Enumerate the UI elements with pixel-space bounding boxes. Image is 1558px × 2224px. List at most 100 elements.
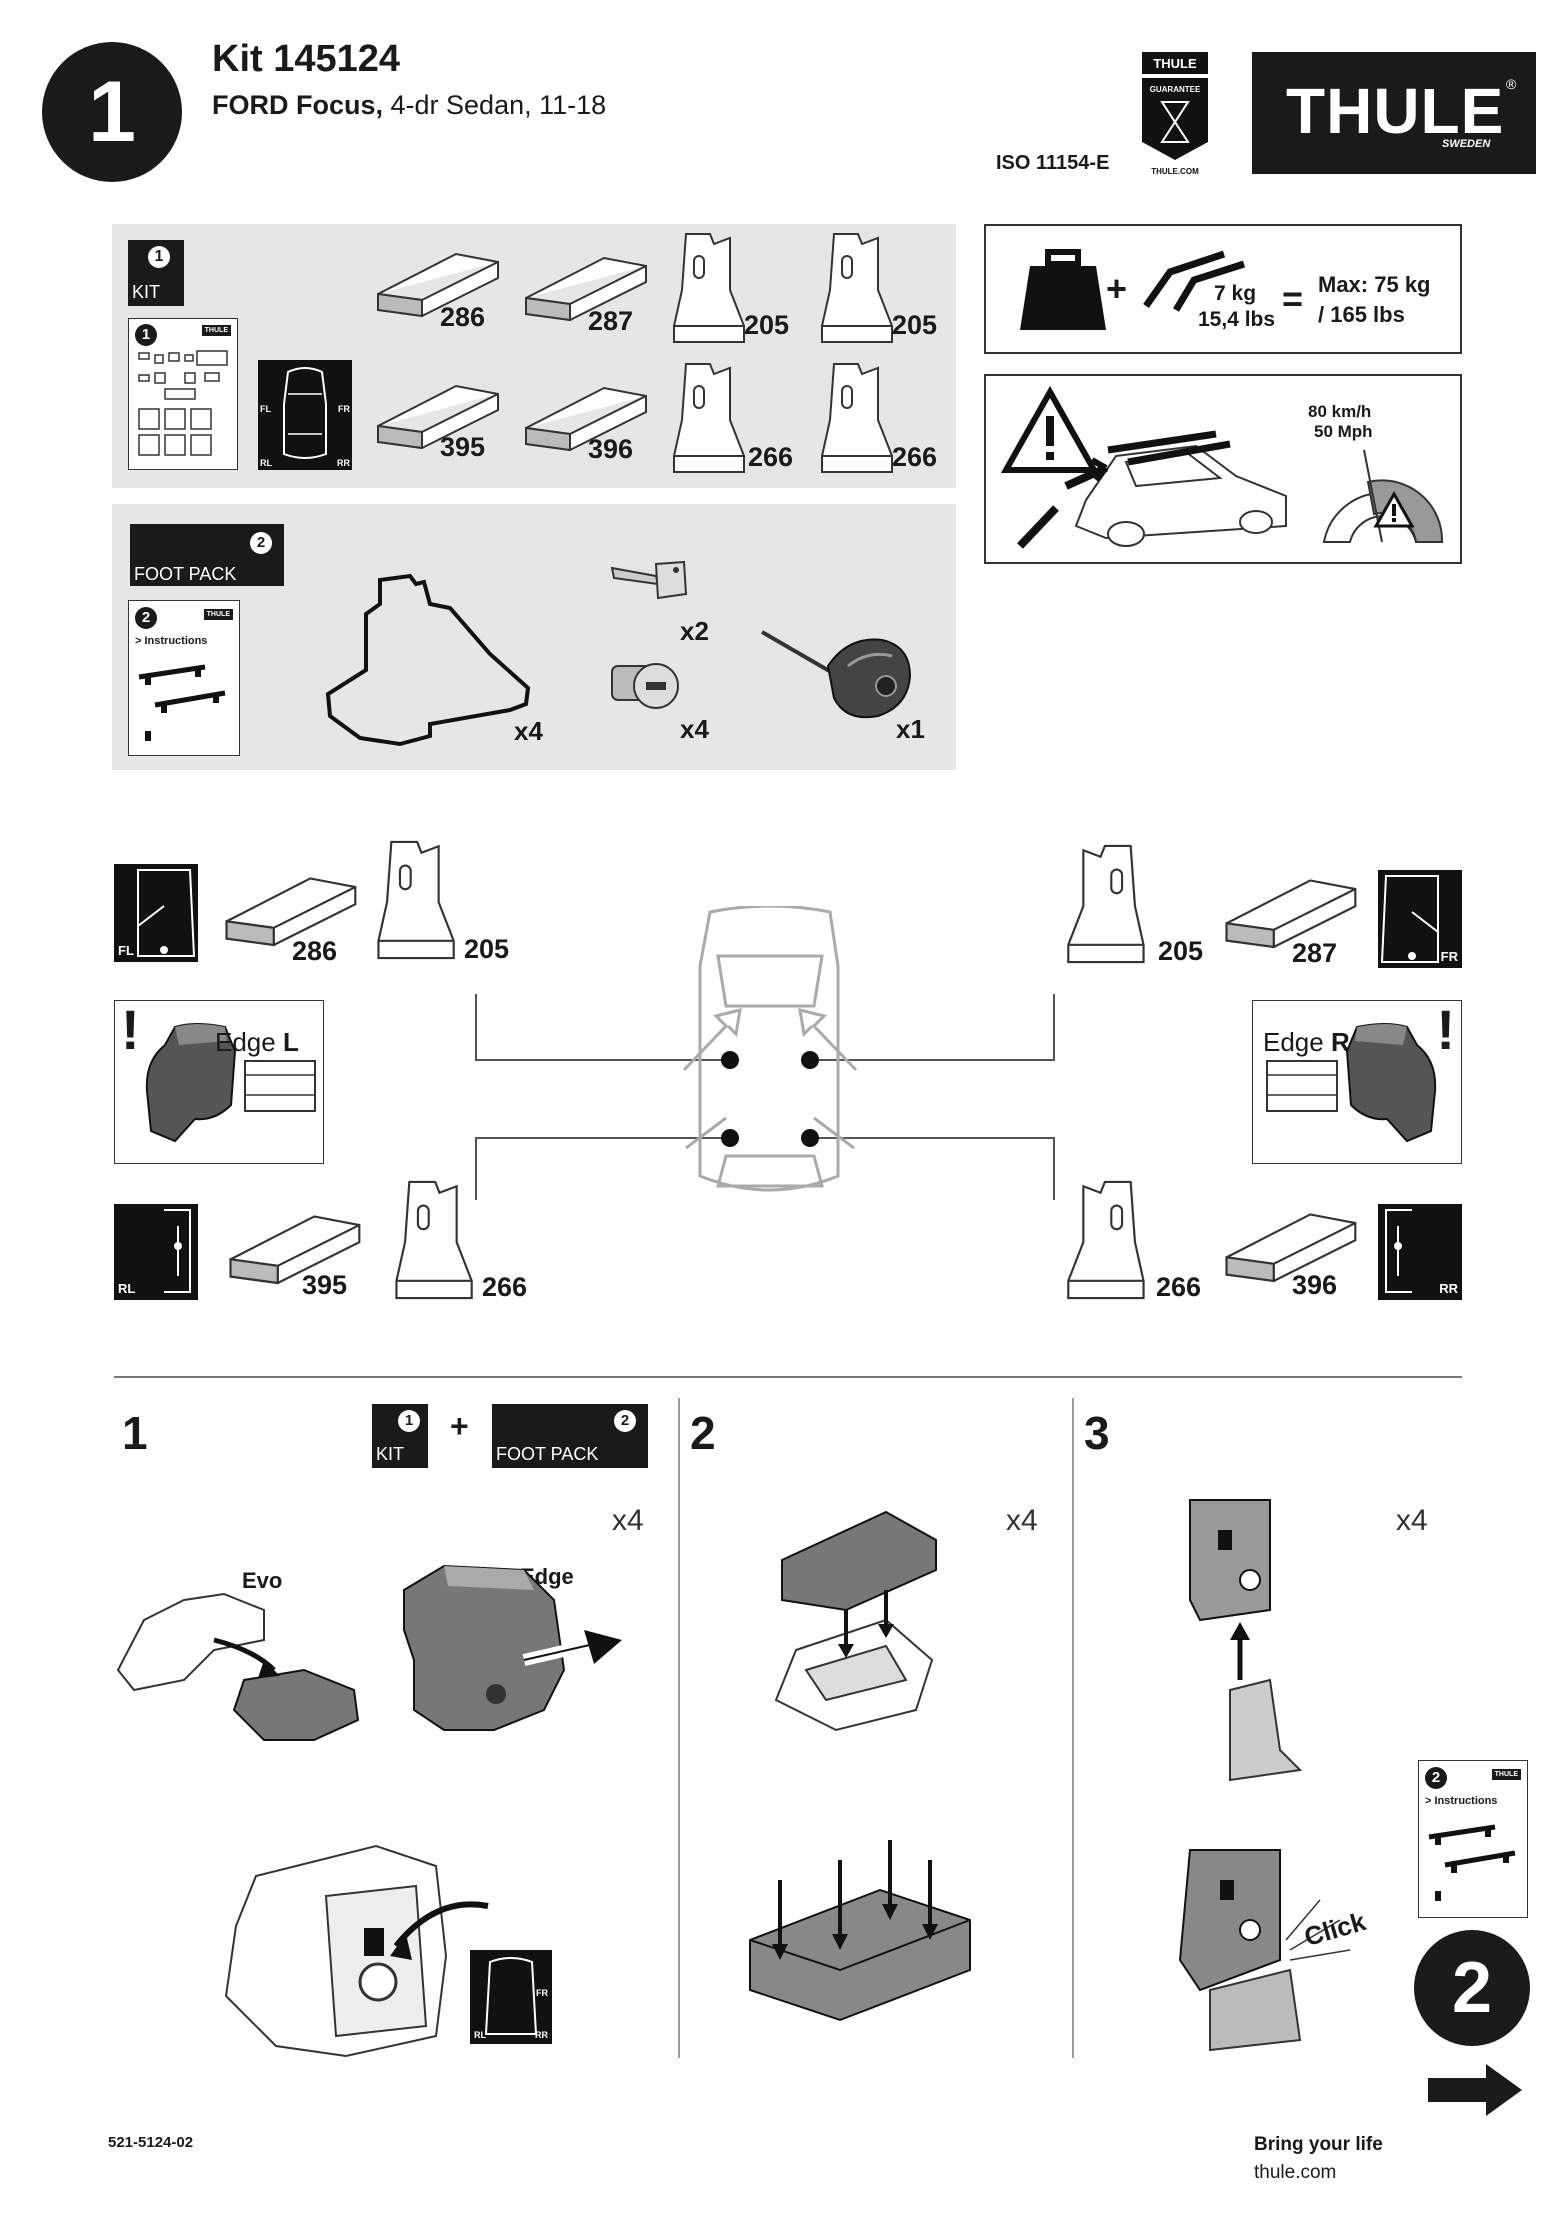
bracket-icon	[395, 1180, 473, 1300]
max-load-kg: Max: 75 kg	[1318, 272, 1431, 297]
step-3-number: 3	[1084, 1407, 1110, 1459]
next-page-arrow-icon[interactable]	[1424, 2062, 1526, 2118]
torque-tool-icon	[760, 630, 912, 719]
edge-left-side: L	[282, 1027, 299, 1057]
guarantee-badge-mid: GUARANTEE	[1150, 85, 1201, 94]
edge-foot-icon	[145, 1023, 316, 1143]
key-icon	[610, 560, 688, 600]
kit-badge-label: KIT	[132, 282, 161, 302]
bracket-icon	[1067, 844, 1145, 964]
thule-logo: THULE SWEDEN ®	[1252, 52, 1536, 174]
edge-right-side: R	[1330, 1027, 1350, 1057]
rr-bracket-number: 266	[1156, 1272, 1202, 1302]
step1-plus: +	[450, 1408, 469, 1444]
kit-car-fr: FR	[338, 404, 350, 414]
bracket-insert-illustration	[1189, 1499, 1303, 1782]
kit-bracket-205b: 205	[892, 310, 938, 340]
car-corner-icon	[164, 1209, 191, 1293]
step1-mini-fr: FR	[536, 1988, 548, 1998]
tool-qty: x1	[896, 714, 925, 744]
rl-pad-number: 395	[302, 1270, 348, 1300]
vehicle-line: FORD Focus, 4-dr Sedan, 11-18	[212, 90, 606, 121]
car-position-diagram	[475, 906, 1055, 1200]
step2-qty: x4	[1006, 1504, 1038, 1537]
bracket-click-illustration	[1178, 1849, 1351, 2052]
kit-card-diagram	[138, 350, 228, 456]
step1-foot-badge: 2 FOOT PACK	[492, 1404, 648, 1468]
kit-pad-396: 396	[588, 434, 634, 464]
corner-label-fl: FL	[118, 943, 134, 958]
step1-mini-rl: RL	[474, 2030, 486, 2040]
corner-tile-fr: FR	[1378, 870, 1462, 968]
roof-bar-pair-icon	[1143, 250, 1246, 312]
step1-kit-badge: 1 KIT	[372, 1404, 428, 1468]
next-page-badge[interactable]: 2	[1414, 1930, 1530, 2046]
edge-right-box: ! Edge R	[1252, 998, 1462, 1164]
kit-car-topview: FL FR RL RR	[258, 360, 352, 470]
foot-pack-badge-number: 2	[250, 532, 272, 554]
car-topview-icon	[283, 367, 327, 459]
step1-kit-badge-number: 1	[398, 1410, 420, 1432]
pad-assembly-illustration	[774, 1510, 937, 1732]
step-divider-1	[678, 1398, 680, 2058]
evo-foot-removal-illustration	[116, 1592, 360, 1741]
kit-bracket-266a: 266	[748, 442, 794, 472]
thule-logo-sweden: SWEDEN	[1442, 138, 1491, 150]
section-divider	[114, 1376, 1462, 1378]
speed-mph: 50 Mph	[1314, 422, 1373, 441]
pad-press-illustration	[749, 1840, 971, 2022]
thule-logo-registered: ®	[1506, 76, 1517, 92]
pad-icon	[377, 252, 499, 318]
bracket-icon	[673, 233, 745, 343]
kit-instruction-card: 1 THULE	[128, 318, 238, 470]
step1-mini-car-tile: FR RL RR	[470, 1950, 552, 2044]
fl-bracket-number: 205	[464, 934, 510, 964]
step1-foot-badge-label: FOOT PACK	[496, 1444, 599, 1464]
load-plus: +	[1106, 268, 1128, 309]
bracket-icon	[1067, 1180, 1145, 1300]
foot-card-number: 2	[135, 607, 157, 629]
kit-badge-number: 1	[148, 246, 170, 268]
corner-tile-fl: FL	[114, 864, 198, 962]
rl-bracket-number: 266	[482, 1272, 528, 1302]
speed-warning-box: 80 km/h 50 Mph	[984, 374, 1462, 564]
foot-pack-badge-label: FOOT PACK	[134, 564, 237, 584]
kit-car-rl: RL	[260, 458, 272, 468]
step1-qty: x4	[612, 1504, 644, 1537]
page-number-badge: 1	[42, 42, 182, 182]
kit-pad-395: 395	[440, 432, 486, 462]
edge-left-prefix: Edge	[215, 1027, 283, 1057]
edge-left-warning: !	[121, 998, 140, 1061]
bracket-icon	[377, 840, 455, 960]
guarantee-badge-url: THULE.COM	[1151, 167, 1199, 176]
step1-foot-badge-number: 2	[614, 1410, 636, 1432]
step1-mini-rr: RR	[535, 2030, 548, 2040]
kit-title: Kit 145124	[212, 38, 401, 80]
foot-qty: x4	[514, 716, 543, 746]
kit-pad-286: 286	[440, 302, 486, 332]
pad-icon	[229, 1215, 361, 1285]
kit-card-brand: THULE	[201, 325, 231, 336]
pad-icon	[1225, 879, 1357, 949]
corner-label-fr: FR	[1440, 949, 1458, 964]
step-1-number: 1	[122, 1407, 148, 1459]
max-load-lbs: / 165 lbs	[1318, 302, 1405, 327]
guarantee-badge-top: THULE	[1153, 56, 1197, 71]
foot-pack-instruction-card: 2 THULE > Instructions	[128, 600, 240, 756]
load-capacity-box: + 7 kg 15,4 lbs = Max: 75 kg / 165 lbs	[984, 224, 1462, 354]
kit-bracket-266b: 266	[892, 442, 938, 472]
kit-pad-287: 287	[588, 306, 634, 336]
bracket-icon	[673, 363, 745, 473]
kit-badge: 1 KIT	[128, 240, 184, 306]
vehicle-make: FORD Focus,	[212, 90, 384, 120]
rr-pad-number: 396	[1292, 1270, 1338, 1300]
next-instruction-card: 2 THULE > Instructions	[1418, 1760, 1528, 1918]
page-number: 1	[88, 64, 136, 160]
load-equals: =	[1282, 278, 1304, 319]
lock-qty: x4	[680, 714, 709, 744]
next-card-link: > Instructions	[1425, 1795, 1498, 1807]
edge-right-prefix: Edge	[1263, 1027, 1331, 1057]
pad-icon	[1225, 1213, 1357, 1283]
document-code: 521-5124-02	[108, 2134, 194, 2151]
footer-website[interactable]: thule.com	[1254, 2162, 1337, 2183]
